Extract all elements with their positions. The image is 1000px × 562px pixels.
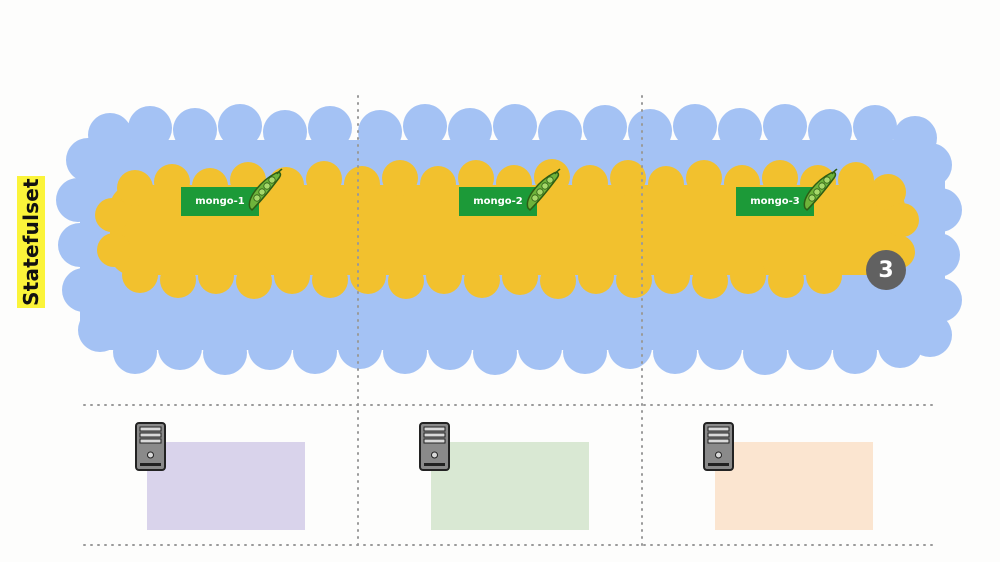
pea-pod-icon [248,168,283,212]
pod-label: mongo-3 [750,196,800,207]
node-3-box [715,442,873,530]
pod-label: mongo-1 [195,196,245,207]
node-row-dividers [83,404,936,546]
statefulset-label-text: Statefulset [19,178,43,306]
column-dividers [357,95,643,549]
replicaset-cloud [95,159,919,299]
pod-mongo-3: mongo-3 [736,187,814,216]
statefulset-label: Statefulset [17,176,45,308]
node-2-box [431,442,589,530]
replica-count-badge: 3 [866,250,906,290]
pea-pod-icon [526,168,561,212]
pod-mongo-1: mongo-1 [181,187,259,216]
node-1-box [147,442,305,530]
server-tower-icon [703,422,734,471]
pod-mongo-2: mongo-2 [459,187,537,216]
server-tower-icon [419,422,450,471]
pod-label: mongo-2 [473,196,523,207]
pea-pod-icon [803,168,838,212]
server-tower-icon [135,422,166,471]
replica-count: 3 [878,257,894,283]
